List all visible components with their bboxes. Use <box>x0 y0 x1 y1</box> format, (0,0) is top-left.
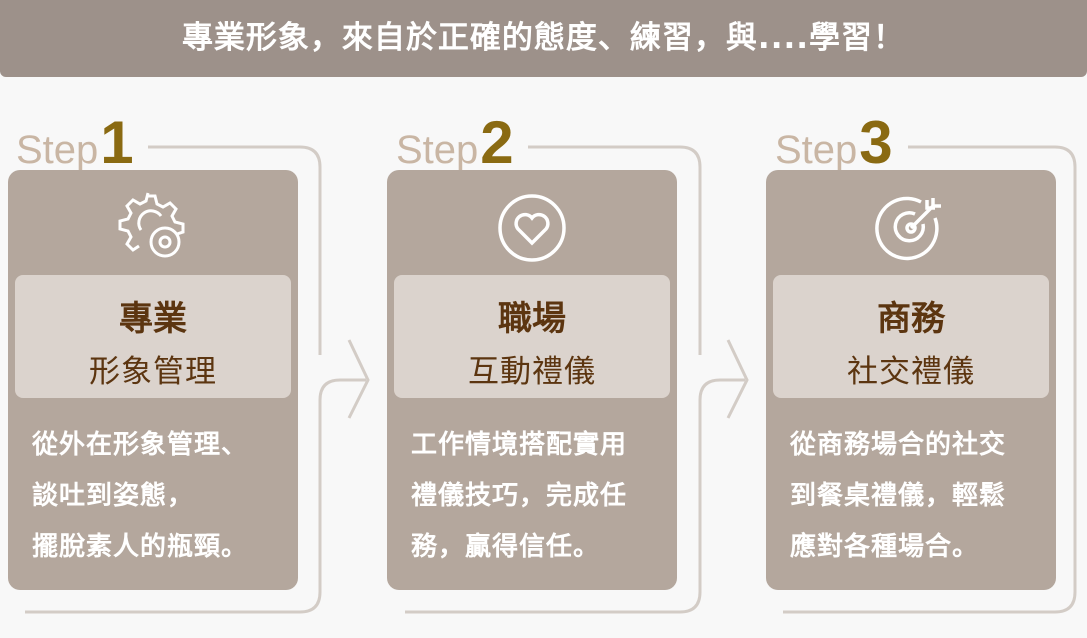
gears-icon <box>8 190 298 266</box>
step-3-description: 從商務場合的社交到餐桌禮儀，輕鬆應對各種場合。 <box>790 430 1007 562</box>
step-2-card: 職場 互動禮儀 工作情境搭配實用禮儀技巧，完成任務，贏得信任。 <box>387 170 677 590</box>
step-1-label: 專業 形象管理 <box>15 275 291 398</box>
step-1-title: 專業 <box>119 299 187 339</box>
step-2-description: 工作情境搭配實用禮儀技巧，完成任務，贏得信任。 <box>411 430 628 562</box>
step-3-title: 商務 <box>877 299 945 339</box>
target-icon <box>766 190 1056 266</box>
step-2-title: 職場 <box>498 299 566 339</box>
step-2-label: 職場 互動禮儀 <box>394 275 670 398</box>
step-1-description: 從外在形象管理、談吐到姿態，擺脫素人的瓶頸。 <box>32 430 249 562</box>
step-1-card: 專業 形象管理 從外在形象管理、談吐到姿態，擺脫素人的瓶頸。 <box>8 170 298 590</box>
step-3-heading: Step3 <box>775 109 893 176</box>
step-2-heading: Step2 <box>396 109 514 176</box>
arrow-icon <box>726 339 749 419</box>
step-3-card: 商務 社交禮儀 從商務場合的社交到餐桌禮儀，輕鬆應對各種場合。 <box>766 170 1056 590</box>
arrow-icon <box>347 339 370 419</box>
step-2-subtitle: 互動禮儀 <box>468 354 596 390</box>
step-3-label: 商務 社交禮儀 <box>773 275 1049 398</box>
banner-title: 專業形象，來自於正確的態度、練習，與....學習！ <box>0 0 1087 77</box>
heart-icon <box>387 190 677 266</box>
step-3-subtitle: 社交禮儀 <box>847 354 975 390</box>
step-1-heading: Step1 <box>16 109 134 176</box>
step-1-subtitle: 形象管理 <box>89 354 217 390</box>
